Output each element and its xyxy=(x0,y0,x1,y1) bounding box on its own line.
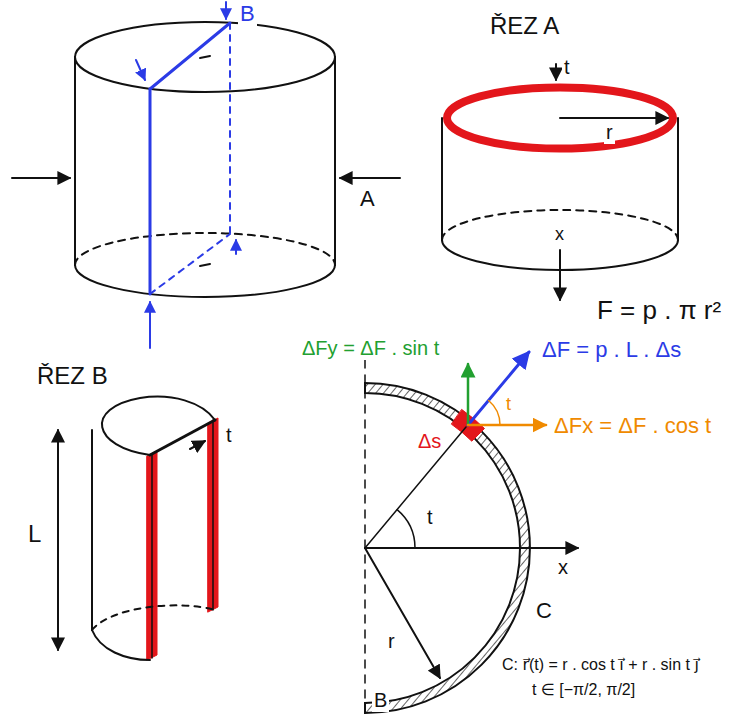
thickness-label: t xyxy=(562,56,572,79)
radius-arrow xyxy=(560,117,668,119)
pressure-arrow xyxy=(340,177,400,179)
center-mark: x xyxy=(553,224,566,245)
force-component-y xyxy=(467,364,470,425)
section-mark: B xyxy=(238,1,257,26)
cut-line-hidden xyxy=(229,23,231,233)
section-b xyxy=(58,397,218,660)
cylinder-side xyxy=(334,57,336,265)
length-arrow xyxy=(57,430,59,650)
radius-line xyxy=(365,427,466,548)
thickness-arrow xyxy=(555,64,557,80)
wall-section xyxy=(208,418,218,612)
parameter-range: t ∈ [−π/2, π/2] xyxy=(530,681,637,699)
radius-arrow xyxy=(365,548,440,678)
cylinder-side xyxy=(677,118,679,240)
cut-line xyxy=(150,23,230,89)
force-vector xyxy=(468,352,529,425)
pressure-arrow xyxy=(12,177,70,179)
half-cylinder-bottom-hidden xyxy=(92,605,215,630)
angle-arc xyxy=(397,510,415,548)
force-component-x xyxy=(468,424,546,427)
thickness-label: t xyxy=(224,424,234,447)
parametrization: C: r⃗(t) = r . cos t i⃗ + r . sin t j⃗ xyxy=(500,656,701,674)
view-arrow xyxy=(136,60,145,80)
axis-label: x xyxy=(556,556,570,579)
section-title: ŘEZ B xyxy=(35,362,110,390)
section-mark: A xyxy=(358,186,377,211)
section-title: ŘEZ A xyxy=(488,12,561,40)
point-label: B xyxy=(372,689,389,712)
symmetry-line xyxy=(364,360,366,720)
radius-label: r xyxy=(604,121,615,144)
view-arrow xyxy=(149,302,151,348)
center-mark xyxy=(200,56,210,58)
section-a xyxy=(442,64,678,300)
wall-section xyxy=(147,451,157,660)
cylinder-bottom xyxy=(75,265,335,297)
element-label: Δs xyxy=(416,430,443,453)
cut-edge xyxy=(151,455,153,658)
half-cylinder-side xyxy=(91,430,93,630)
formula: ΔFy = ΔF . sin t xyxy=(300,337,441,360)
angle-label: t xyxy=(504,394,513,415)
cylinder xyxy=(12,22,400,297)
cylinder-bottom-hidden xyxy=(75,233,335,265)
force-arrow xyxy=(559,250,561,300)
thickness-arrow xyxy=(190,441,205,449)
center-mark xyxy=(200,264,210,266)
cut-edge xyxy=(212,420,214,610)
formula: F = p . π r² xyxy=(595,296,723,326)
cylinder-top xyxy=(75,22,335,92)
view-arrow xyxy=(225,2,227,19)
length-label: L xyxy=(26,520,43,548)
wall-ring xyxy=(447,88,673,149)
radius-label: r xyxy=(386,630,397,653)
cylinder-side xyxy=(74,57,76,265)
formula: ΔF = p . L . Δs xyxy=(540,337,683,362)
section-b-plane xyxy=(136,2,236,348)
cut-edge xyxy=(150,420,215,455)
x-axis xyxy=(365,547,578,549)
angle-label: t xyxy=(425,506,435,529)
view-arrow xyxy=(235,240,237,254)
curve-label: C xyxy=(534,598,554,623)
angle-arc xyxy=(489,401,500,426)
cut-line xyxy=(149,89,152,294)
formula: ΔFx = ΔF . cos t xyxy=(552,413,713,438)
cylinder-side xyxy=(441,118,443,240)
half-cylinder-bottom xyxy=(92,630,150,660)
half-cylinder-top xyxy=(102,397,215,455)
cut-line-hidden xyxy=(150,234,230,294)
